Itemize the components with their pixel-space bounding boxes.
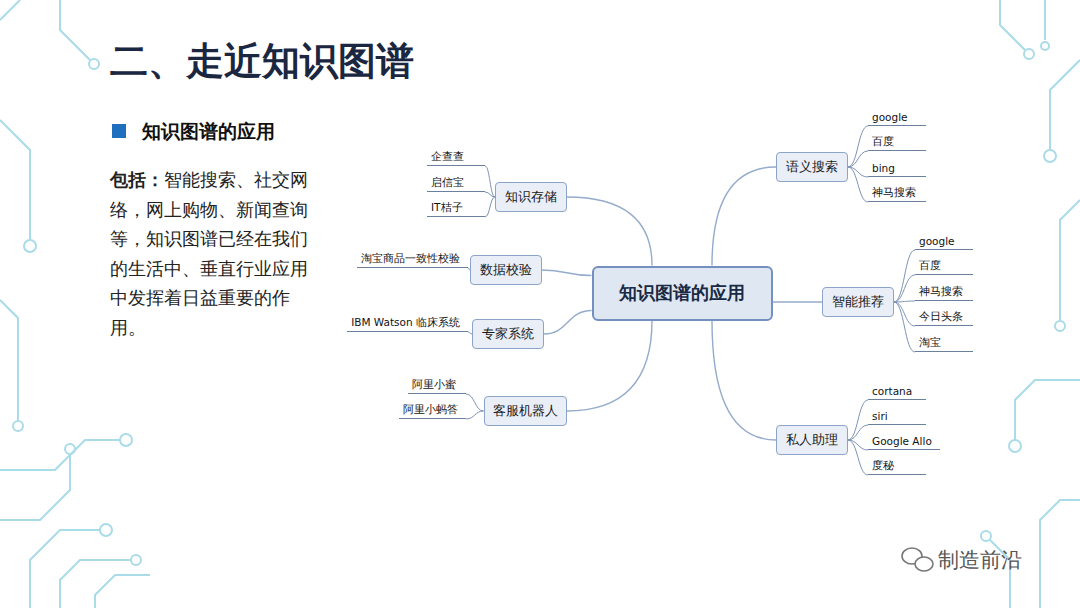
square-bullet [112, 124, 126, 138]
node-text: 数据校验 [480, 261, 532, 279]
node-text: Google Allo [872, 435, 932, 447]
connector [544, 311, 592, 335]
node-text: cortana [872, 385, 912, 397]
leaf-topic: 企查查 [427, 148, 485, 166]
connector [485, 192, 495, 197]
node-text: 神马搜索 [919, 285, 963, 299]
leaf-topic: 启信宝 [427, 174, 485, 192]
leaf-topic: 百度 [915, 257, 973, 275]
node-text: 知识图谱的应用 [619, 281, 745, 305]
node-text: 知识存储 [505, 188, 557, 206]
connector [567, 321, 653, 412]
connector [848, 126, 868, 167]
node-text: 百度 [919, 259, 941, 273]
node-text: 客服机器人 [493, 402, 558, 420]
body-rest: 智能搜索、社交网络，网上购物、新闻查询等，知识图谱已经在我们的生活中、垂直行业应… [110, 170, 308, 338]
leaf-topic: siri [868, 407, 926, 425]
node-text: 启信宝 [431, 176, 464, 190]
node-text: 淘宝 [919, 336, 941, 350]
slide-title: 二、走近知识图谱 [110, 36, 414, 87]
connector [712, 167, 776, 266]
connector [848, 440, 868, 475]
connector [485, 197, 495, 217]
connector [466, 411, 484, 419]
node-text: 语义搜索 [786, 158, 838, 176]
leaf-topic: 度秘 [868, 457, 926, 475]
leaf-topic: 淘宝 [915, 334, 973, 352]
node-text: IBM Watson 临床系统 [351, 316, 460, 330]
section-heading: 知识图谱的应用 [142, 119, 275, 145]
node-text: 度秘 [872, 459, 894, 473]
connector [712, 321, 776, 441]
connector [567, 197, 652, 266]
node-text: 专家系统 [482, 325, 534, 343]
leaf-topic: 淘宝商品一致性校验 [357, 250, 468, 268]
node-text: 私人助理 [786, 431, 838, 449]
connector [542, 270, 592, 276]
connector [894, 302, 915, 326]
leaf-topic: IT桔子 [427, 199, 485, 217]
body-text: 包括：智能搜索、社交网络，网上购物、新闻查询等，知识图谱已经在我们的生活中、垂直… [110, 166, 322, 343]
node-text: google [872, 111, 908, 123]
watermark: 制造前沿 [938, 546, 1022, 574]
connector [848, 151, 868, 167]
branch-topic: 专家系统 [472, 319, 544, 349]
branch-topic: 智能推荐 [822, 287, 894, 317]
node-text: 百度 [872, 135, 894, 149]
leaf-topic: google [915, 232, 973, 250]
node-text: 智能推荐 [832, 293, 884, 311]
leaf-topic: 神马搜索 [868, 184, 926, 202]
connector [894, 250, 915, 302]
branch-topic: 知识存储 [495, 182, 567, 212]
node-text: bing [872, 162, 895, 174]
node-text: 阿里小蜜 [412, 378, 456, 392]
leaf-topic: Google Allo [868, 432, 940, 450]
leaf-topic: IBM Watson 临床系统 [347, 314, 468, 332]
branch-topic: 语义搜索 [776, 152, 848, 182]
connector [894, 275, 915, 302]
leaf-topic: 阿里小蜜 [408, 376, 466, 394]
leaf-topic: google [868, 108, 926, 126]
leaf-topic: 百度 [868, 133, 926, 151]
connector [773, 301, 823, 302]
connector [848, 400, 868, 440]
node-text: siri [872, 410, 888, 422]
leaf-topic: bing [868, 159, 926, 177]
connector [466, 394, 484, 411]
node-text: 淘宝商品一致性校验 [361, 252, 460, 266]
central-topic: 知识图谱的应用 [592, 266, 773, 321]
leaf-topic: 今日头条 [915, 308, 973, 326]
connector [848, 425, 868, 440]
node-text: 今日头条 [919, 310, 963, 324]
node-text: 神马搜索 [872, 186, 916, 200]
connector [848, 167, 868, 202]
node-text: google [919, 235, 955, 247]
node-text: 企查查 [431, 150, 464, 164]
branch-topic: 客服机器人 [484, 396, 567, 426]
leaf-topic: 神马搜索 [915, 283, 973, 301]
wechat-icon [902, 548, 933, 571]
connector [894, 301, 915, 302]
node-text: IT桔子 [431, 201, 463, 215]
leaf-topic: cortana [868, 382, 926, 400]
connector [485, 166, 495, 197]
branch-topic: 数据校验 [470, 255, 542, 285]
body-lead: 包括： [110, 170, 164, 190]
connector [894, 302, 915, 352]
leaf-topic: 阿里小蚂答 [399, 401, 466, 419]
branch-topic: 私人助理 [776, 425, 848, 455]
node-text: 阿里小蚂答 [403, 403, 458, 417]
